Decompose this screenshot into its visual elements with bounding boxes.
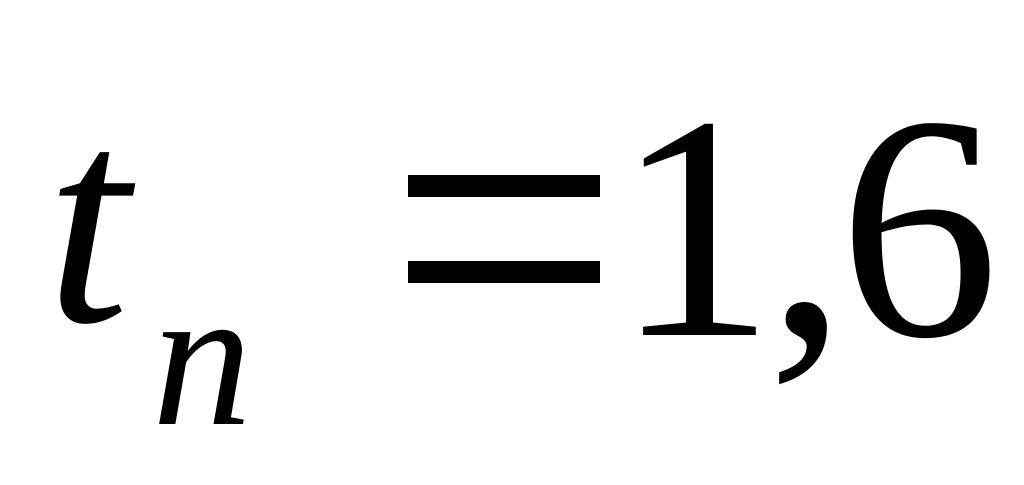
- equals-bar-bottom: [408, 261, 600, 283]
- equals-bar-top: [408, 175, 600, 197]
- formula-value: 1,6: [615, 51, 999, 405]
- equals-sign: [408, 175, 600, 285]
- formula-variable: t: [46, 54, 130, 386]
- formula-subscript: n: [152, 247, 252, 468]
